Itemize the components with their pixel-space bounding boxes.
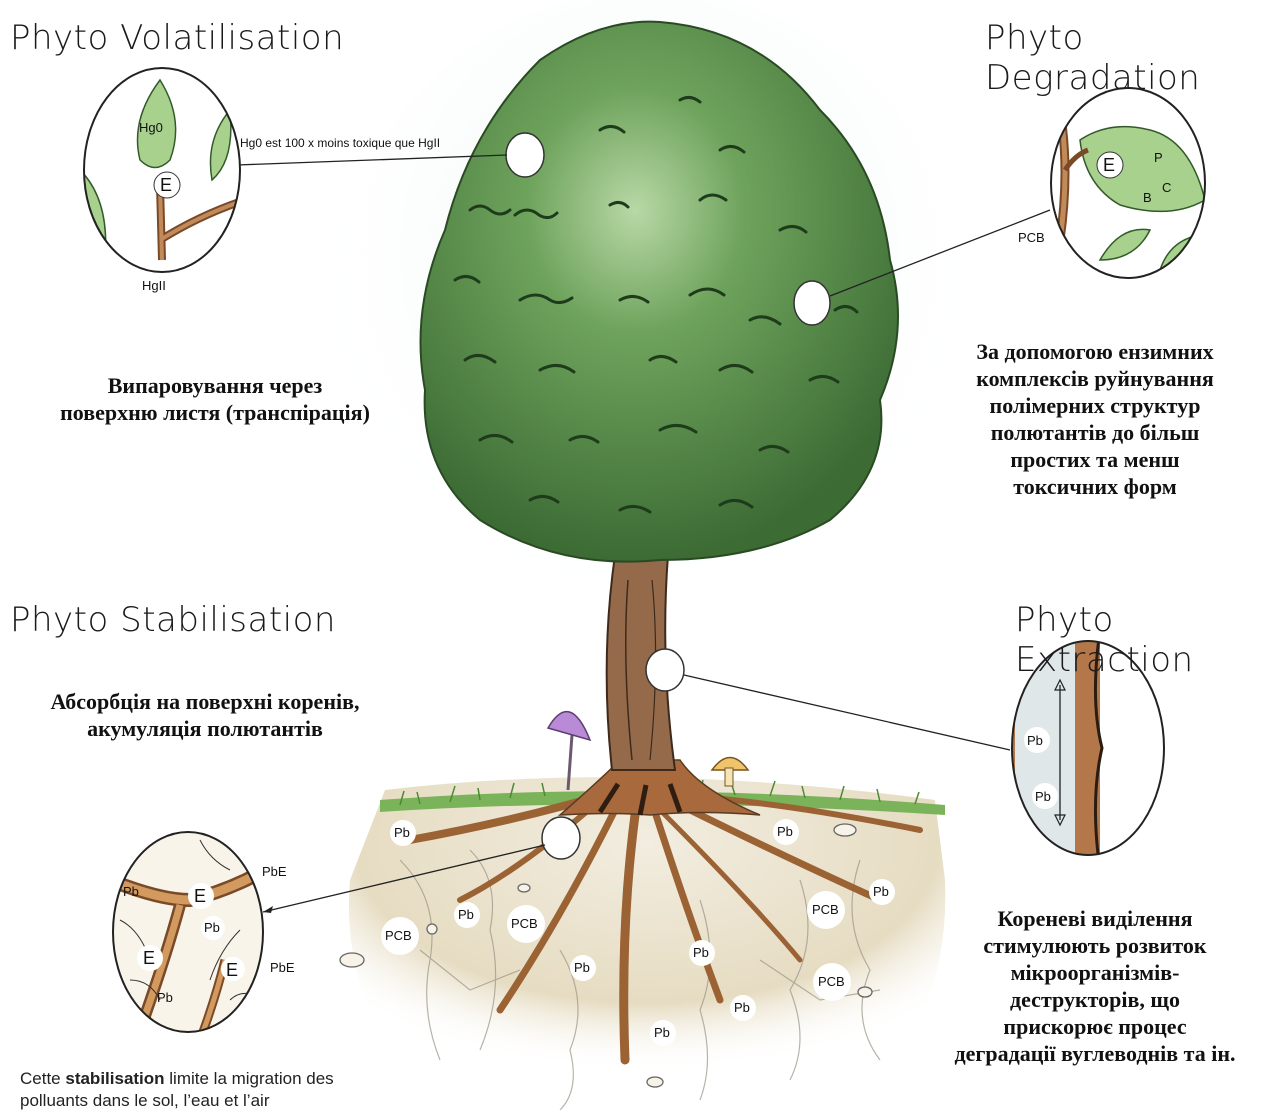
label-pcb: PCB — [1018, 230, 1045, 245]
label-p: P — [1154, 150, 1163, 165]
zoom-degradation — [1051, 88, 1205, 278]
zoom-stabilisation — [110, 832, 265, 1040]
zoom-volatilisation — [80, 68, 245, 272]
label-enzyme: E — [226, 960, 238, 981]
desc-degradation: За допомогою ензимних комплексів руйнува… — [950, 338, 1240, 500]
label-hgii: HgII — [142, 278, 166, 293]
label-enzyme: E — [194, 886, 206, 907]
desc-volatilisation: Випаровування через поверхню листя (тран… — [50, 372, 380, 426]
soil-label-pb: Pb — [574, 960, 590, 975]
label-pbe: PbE — [262, 864, 287, 879]
label-pb: Pb — [204, 920, 220, 935]
soil-label-pcb: PCB — [511, 916, 538, 931]
soil-label-pb: Pb — [394, 825, 410, 840]
soil-label-pb: Pb — [458, 907, 474, 922]
label-c: C — [1162, 180, 1171, 195]
desc-stabilisation: Абсорбція на поверхні коренів, акумуляці… — [20, 688, 390, 742]
label-pb: Pb — [1035, 789, 1051, 804]
title-phyto-volatilisation: Phyto Volatilisation — [10, 18, 344, 58]
label-hg0: Hg0 — [139, 120, 163, 135]
desc-rhizodegradation: Кореневі виділення стимулюють розвиток м… — [930, 905, 1260, 1067]
title-phyto-stabilisation: Phyto Stabilisation — [10, 600, 336, 640]
label-enzyme: E — [160, 175, 172, 196]
label-b: B — [1143, 190, 1152, 205]
title-phyto-degradation: Phyto Degradation — [985, 18, 1269, 98]
soil-label-pb: Pb — [654, 1025, 670, 1040]
soil-label-pb: Pb — [734, 1000, 750, 1015]
soil-label-pcb: PCB — [812, 902, 839, 917]
arrowhead-stabilisation — [263, 906, 273, 913]
label-pb: Pb — [123, 884, 139, 899]
soil-label-pb: Pb — [873, 884, 889, 899]
label-pb: Pb — [1027, 733, 1043, 748]
soil-label-pcb: PCB — [818, 974, 845, 989]
hg0-toxicity-note: Hg0 est 100 x moins toxique que HgII — [240, 136, 440, 150]
label-pb: Pb — [157, 990, 173, 1005]
label-enzyme: E — [143, 948, 155, 969]
soil-label-pb: Pb — [777, 824, 793, 839]
label-pbe: PbE — [270, 960, 295, 975]
soil-label-pb: Pb — [693, 945, 709, 960]
soil-label-pcb: PCB — [385, 928, 412, 943]
label-enzyme: E — [1103, 155, 1115, 176]
stabilisation-note: Cette stabilisation limite la migration … — [20, 1068, 360, 1112]
title-phyto-extraction: Phyto Extraction — [1015, 600, 1269, 680]
